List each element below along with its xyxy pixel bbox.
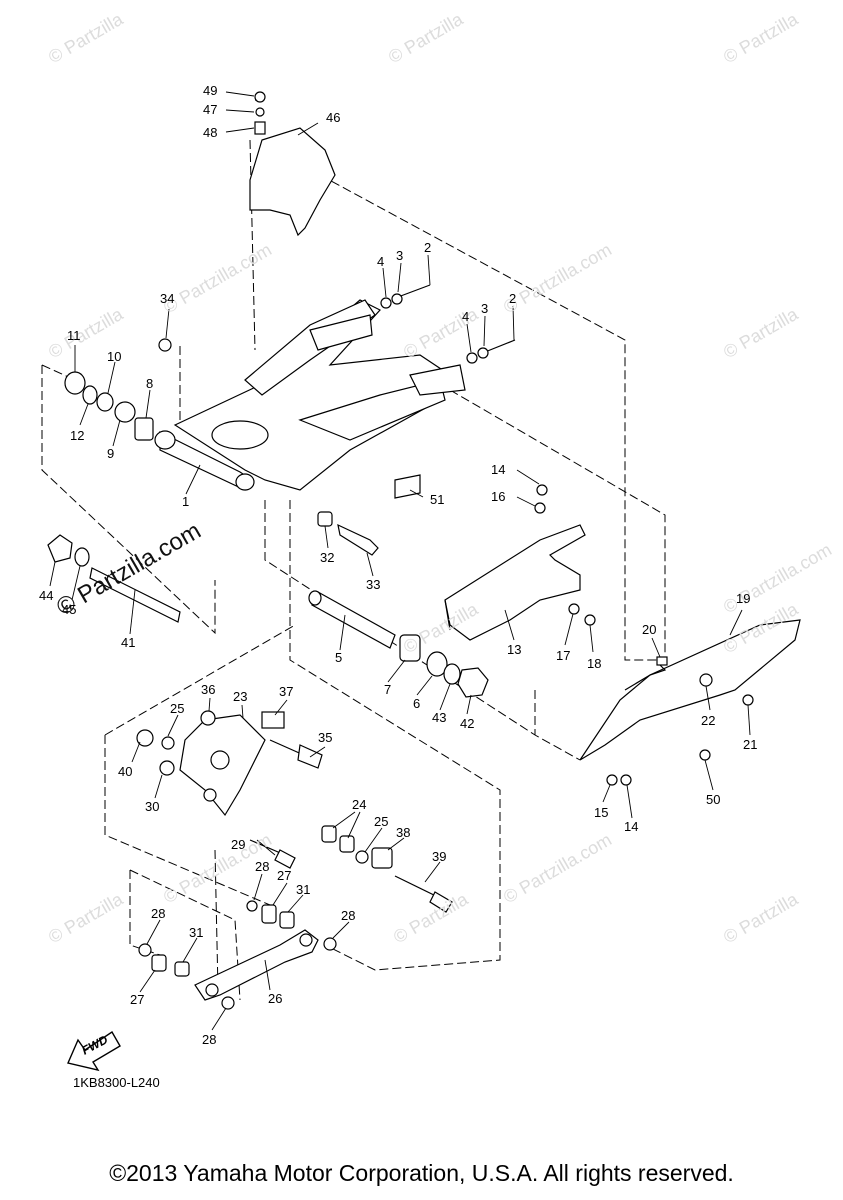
callout[interactable]: 5 xyxy=(335,650,343,665)
callout[interactable]: 26 xyxy=(268,991,283,1006)
callout[interactable]: 49 xyxy=(203,83,218,98)
callout[interactable]: 9 xyxy=(107,446,115,461)
copyright-text: ©2013 Yamaha Motor Corporation, U.S.A. A… xyxy=(109,1160,734,1186)
chain-case xyxy=(579,619,801,761)
callout[interactable]: 41 xyxy=(121,635,136,650)
callout[interactable]: 36 xyxy=(201,682,216,697)
callout[interactable]: 6 xyxy=(413,696,421,711)
callout[interactable]: 51 xyxy=(430,492,445,507)
callout[interactable]: 13 xyxy=(507,642,522,657)
leader-lines xyxy=(49,91,751,1031)
callout[interactable]: 44 xyxy=(39,588,54,603)
callout[interactable]: 4 xyxy=(377,254,385,269)
callout[interactable]: 4 xyxy=(462,309,470,324)
callout[interactable]: 42 xyxy=(460,716,475,731)
callout[interactable]: 15 xyxy=(594,805,609,820)
connecting-rod xyxy=(194,929,319,1001)
callout[interactable]: 40 xyxy=(118,764,133,779)
callout[interactable]: 16 xyxy=(491,489,506,504)
assembly-dash-lines xyxy=(41,139,666,1001)
callout[interactable]: 25 xyxy=(170,701,185,716)
callout[interactable]: 34 xyxy=(160,291,175,306)
callout[interactable]: 32 xyxy=(320,550,335,565)
rear-fender-part xyxy=(249,127,336,237)
callout[interactable]: 14 xyxy=(624,819,639,834)
callout[interactable]: 47 xyxy=(203,102,218,117)
callout[interactable]: 39 xyxy=(432,849,447,864)
callout[interactable]: 21 xyxy=(743,737,758,752)
callout[interactable]: 48 xyxy=(203,125,218,140)
callout[interactable]: 27 xyxy=(130,992,145,1007)
callout[interactable]: 29 xyxy=(231,837,246,852)
callout[interactable]: 12 xyxy=(70,428,85,443)
callout[interactable]: 28 xyxy=(341,908,356,923)
callout[interactable]: 45 xyxy=(62,602,77,617)
callout[interactable]: 50 xyxy=(706,792,721,807)
callout[interactable]: 35 xyxy=(318,730,333,745)
callout[interactable]: 20 xyxy=(642,622,657,637)
callout[interactable]: 46 xyxy=(326,110,341,125)
callout[interactable]: 3 xyxy=(396,248,404,263)
callout[interactable]: 23 xyxy=(233,689,248,704)
callout[interactable]: 7 xyxy=(384,682,392,697)
chain-guide xyxy=(444,524,586,641)
callout[interactable]: 8 xyxy=(146,376,154,391)
callout[interactable]: 2 xyxy=(424,240,432,255)
callout[interactable]: 18 xyxy=(587,656,602,671)
callout[interactable]: 27 xyxy=(277,868,292,883)
callout[interactable]: 25 xyxy=(374,814,389,829)
callout[interactable]: 43 xyxy=(432,710,447,725)
callout[interactable]: 33 xyxy=(366,577,381,592)
callout[interactable]: 2 xyxy=(509,291,517,306)
callout[interactable]: 10 xyxy=(107,349,122,364)
callout[interactable]: 28 xyxy=(255,859,270,874)
callout[interactable]: 22 xyxy=(701,713,716,728)
callout[interactable]: 3 xyxy=(481,301,489,316)
callout[interactable]: 11 xyxy=(67,328,81,343)
callout[interactable]: 17 xyxy=(556,648,571,663)
diagram-code: 1KB8300-L240 xyxy=(73,1075,160,1090)
pivot-shaft xyxy=(311,591,396,649)
callout[interactable]: 31 xyxy=(189,925,204,940)
callout[interactable]: 38 xyxy=(396,825,411,840)
swingarm xyxy=(154,299,466,491)
callout[interactable]: 37 xyxy=(279,684,294,699)
callout[interactable]: 30 xyxy=(145,799,160,814)
callout[interactable]: 1 xyxy=(182,494,190,509)
callout[interactable]: 14 xyxy=(491,462,506,477)
callout[interactable]: 31 xyxy=(296,882,311,897)
fwd-arrow-icon xyxy=(67,1031,121,1072)
callout[interactable]: 28 xyxy=(202,1032,217,1047)
callout[interactable]: 24 xyxy=(352,797,367,812)
callout[interactable]: 28 xyxy=(151,906,166,921)
callout[interactable]: 19 xyxy=(736,591,751,606)
